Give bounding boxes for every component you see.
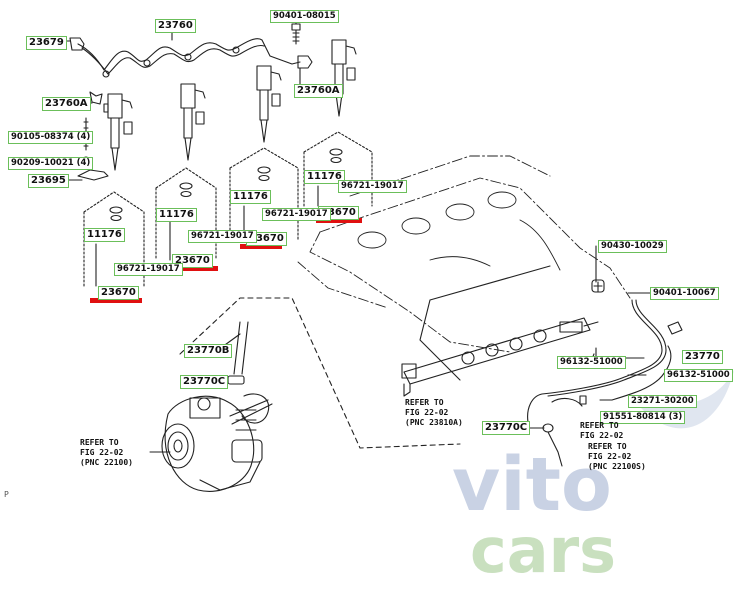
reference-note-pump: REFER TO FIG 22-02 (PNC 22100)	[80, 438, 133, 467]
part-label-91551-80814[interactable]: 91551-80814 (3)	[600, 411, 686, 424]
corner-mark: P	[4, 490, 9, 499]
highlight-bar	[240, 244, 282, 249]
wire-harness-icon	[69, 37, 301, 78]
fuel-injector-icon	[331, 39, 357, 117]
part-label-96721-19017-4[interactable]: 96721-19017	[338, 180, 407, 193]
bolt-icon	[291, 23, 313, 69]
part-label-23670-1[interactable]: 23670	[98, 286, 139, 300]
part-label-23760[interactable]: 23760	[155, 19, 196, 33]
reference-note-rail: REFER TO FIG 22-02 (PNC 23810A)	[405, 398, 463, 427]
part-label-96132-51000-a[interactable]: 96132-51000	[557, 356, 626, 369]
part-label-23770b[interactable]: 23770B	[184, 344, 233, 358]
watermark-vito: vito	[452, 442, 612, 528]
part-label-23770c-left[interactable]: 23770C	[180, 375, 229, 389]
part-label-23770[interactable]: 23770	[682, 350, 723, 364]
part-label-23679[interactable]: 23679	[26, 36, 67, 50]
part-label-96721-19017-3[interactable]: 96721-19017	[262, 208, 331, 221]
part-label-96721-19017-1[interactable]: 96721-19017	[114, 263, 183, 276]
part-label-23271-30200[interactable]: 23271-30200	[628, 395, 697, 408]
fuel-pump-icon	[149, 393, 273, 492]
fuel-injector-icon	[256, 65, 282, 143]
fuel-injector-icon	[180, 83, 206, 161]
part-label-11176-3[interactable]: 11176	[230, 190, 271, 204]
part-label-96721-19017-2[interactable]: 96721-19017	[188, 230, 257, 243]
part-label-23695[interactable]: 23695	[28, 174, 69, 188]
part-label-90401-08015[interactable]: 90401-08015	[270, 10, 339, 23]
highlight-bar	[316, 218, 362, 223]
fuel-injector-icon	[89, 91, 133, 171]
part-label-11176-1[interactable]: 11176	[84, 228, 125, 242]
part-label-23760a-left[interactable]: 23760A	[42, 97, 91, 111]
watermark-cars: cars	[470, 514, 617, 587]
part-label-90105-08374[interactable]: 90105-08374 (4)	[8, 131, 94, 144]
part-label-23770c-right[interactable]: 23770C	[482, 421, 531, 435]
part-label-90430-10029[interactable]: 90430-10029	[598, 240, 667, 253]
part-label-23760a-top[interactable]: 23760A	[294, 84, 343, 98]
common-rail-icon	[401, 265, 599, 397]
part-label-90209-10021[interactable]: 90209-10021 (4)	[8, 157, 94, 170]
reference-note-hose-a: REFER TO FIG 22-02	[580, 421, 624, 440]
part-label-11176-2[interactable]: 11176	[156, 208, 197, 222]
highlight-bar	[170, 266, 218, 271]
part-label-96132-51000-b[interactable]: 96132-51000	[664, 369, 733, 382]
reference-note-hose-b: REFER TO FIG 22-02 (PNC 22100S)	[588, 442, 646, 471]
part-label-90401-10067[interactable]: 90401-10067	[650, 287, 719, 300]
part-label-11176-4[interactable]: 11176	[304, 170, 345, 184]
highlight-bar	[90, 298, 142, 303]
